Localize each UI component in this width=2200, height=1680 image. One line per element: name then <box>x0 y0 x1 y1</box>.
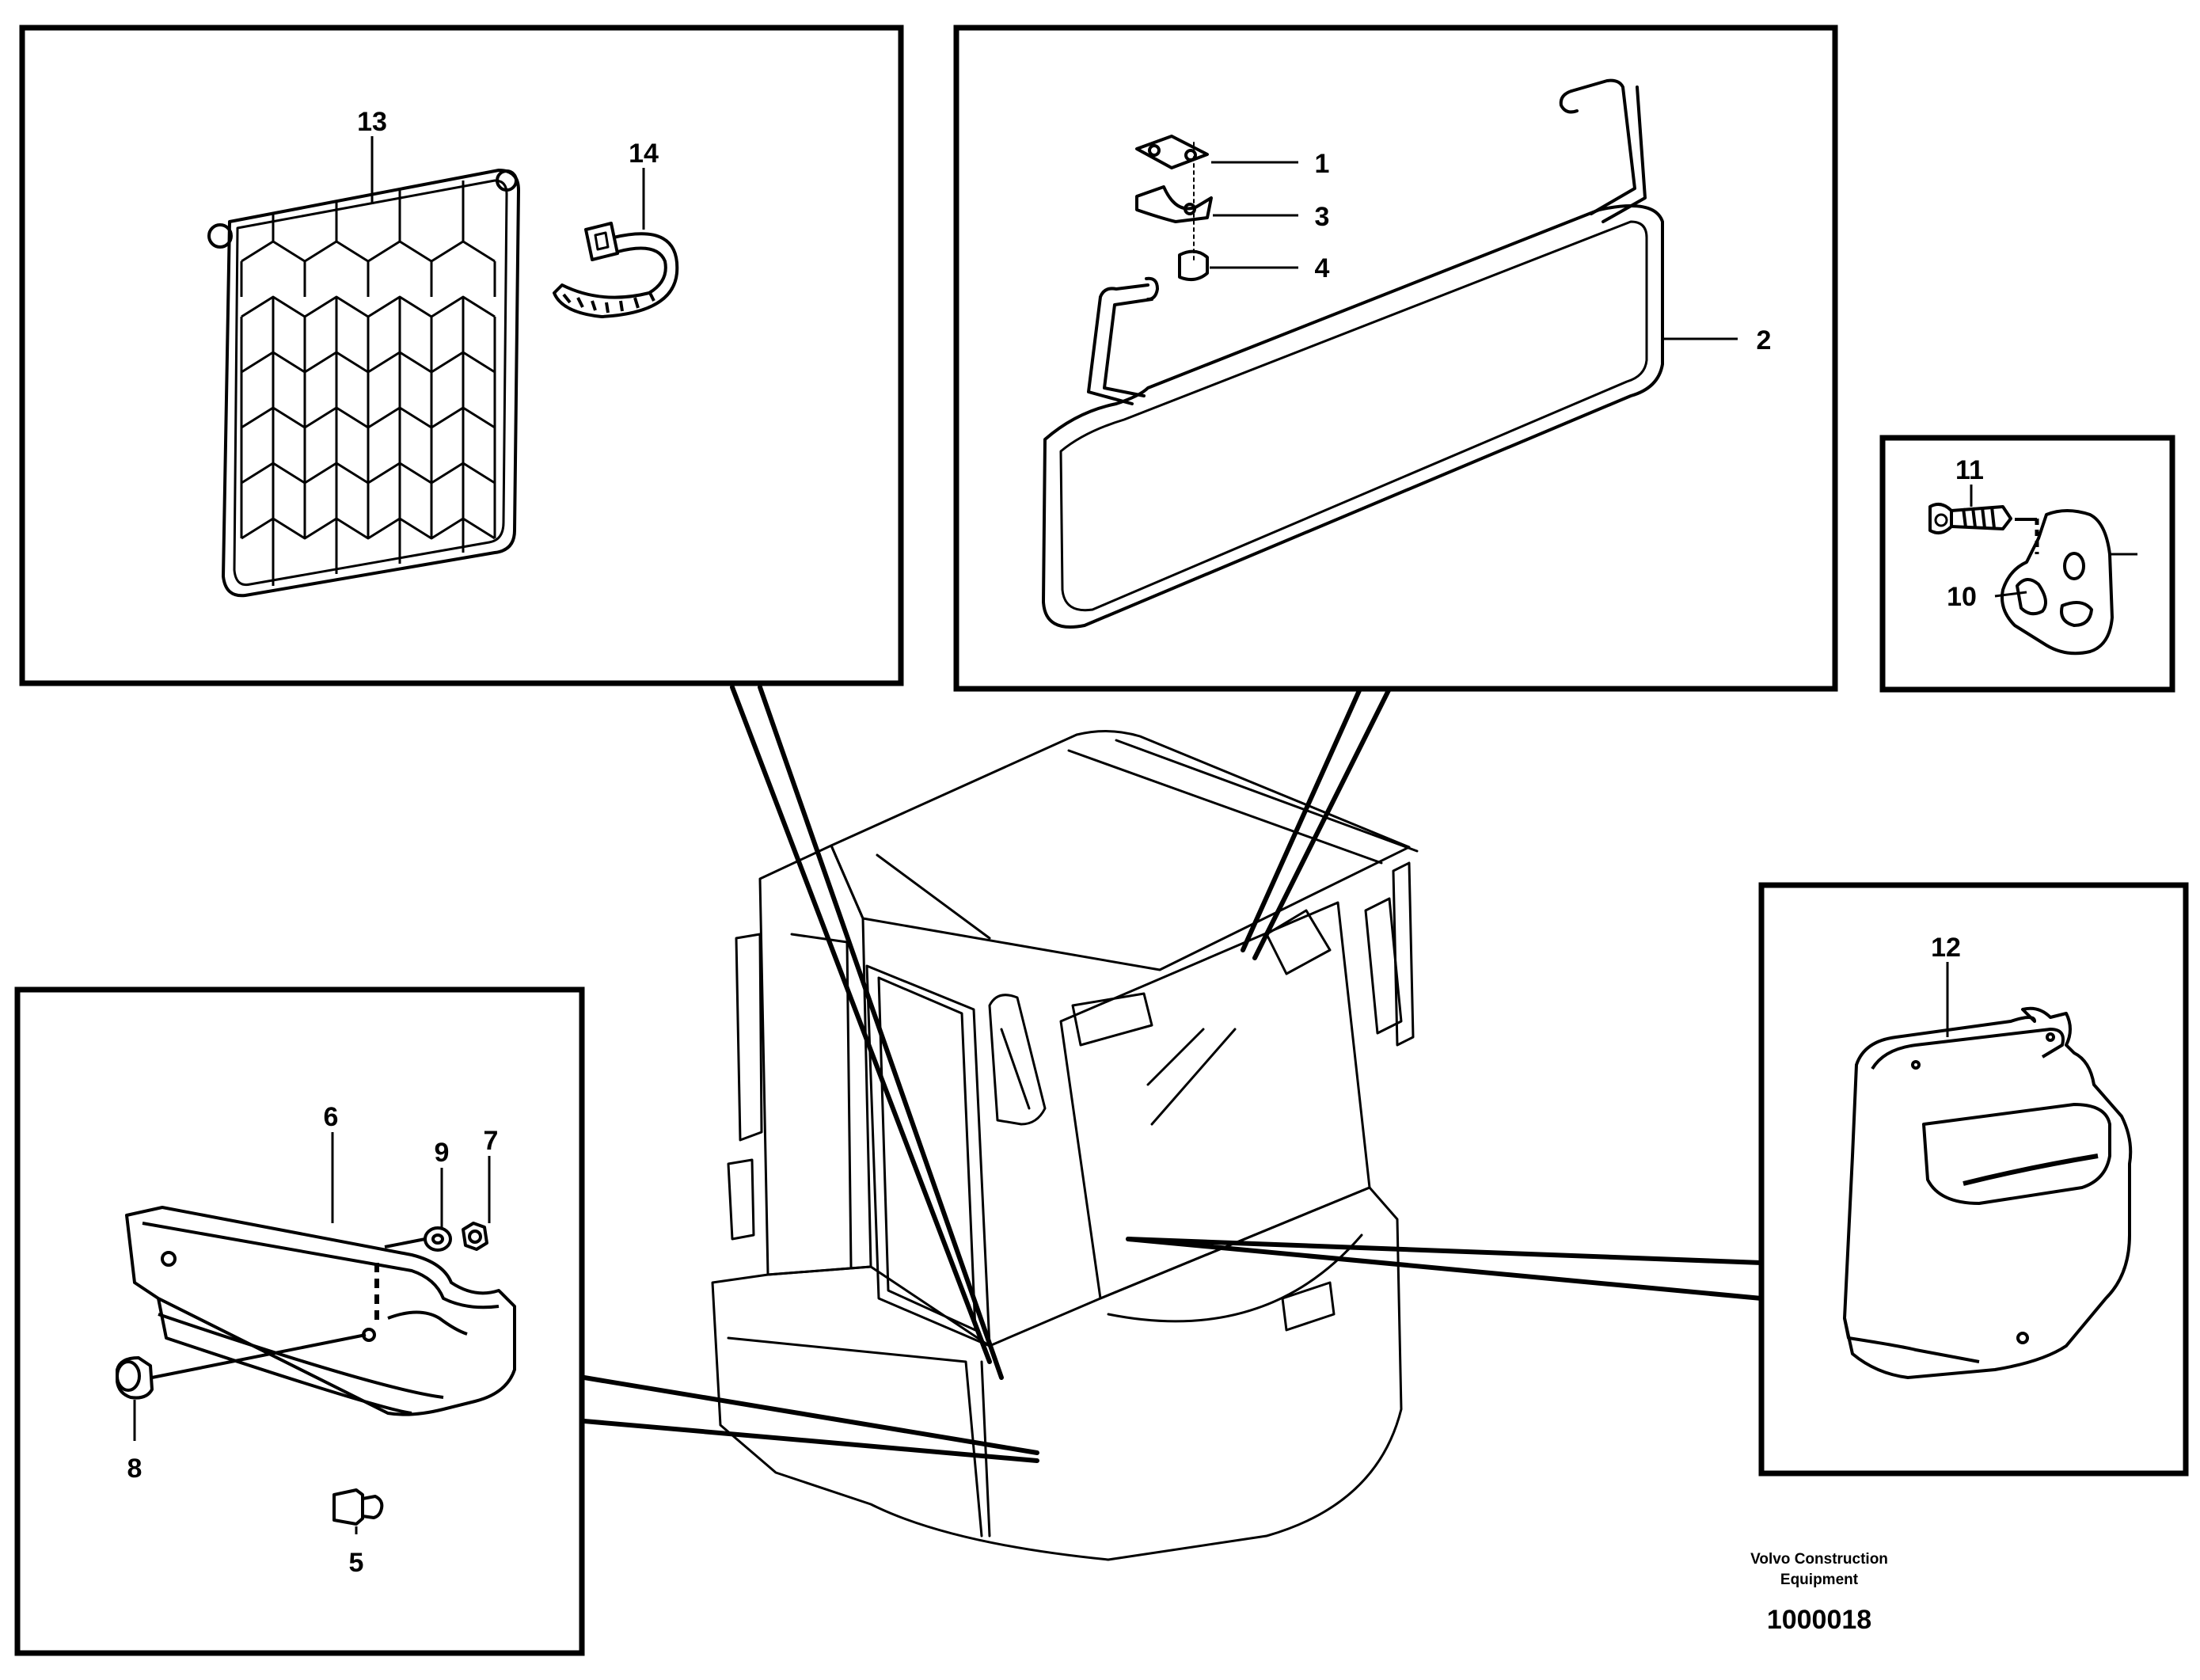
callout-8: 8 <box>127 1454 142 1484</box>
callout-5: 5 <box>349 1548 364 1578</box>
panel-tray: 6 9 7 8 5 <box>14 986 585 1656</box>
drawing-number: 1000018 <box>1767 1605 1871 1635</box>
callout-9: 9 <box>435 1138 450 1168</box>
callout-12: 12 <box>1931 933 1961 963</box>
callout-3: 3 <box>1315 202 1330 232</box>
callout-14: 14 <box>629 139 659 169</box>
panel-net: 13 14 <box>19 25 904 686</box>
panel-sun-visor: 1 3 4 2 <box>953 25 1838 692</box>
storage-net-drawing <box>207 169 520 598</box>
company-name-line1: Volvo Construction <box>1750 1551 1888 1568</box>
cab-illustration <box>582 685 1764 1561</box>
coat-hook-drawing <box>1928 502 2114 656</box>
sun-visor-drawing <box>1042 78 1664 629</box>
panel-storage-pocket: 12 <box>1758 882 2189 1477</box>
panel-coat-hook: 11 10 <box>1879 435 2175 693</box>
callout-1: 1 <box>1315 149 1330 179</box>
callout-13: 13 <box>357 107 387 137</box>
cable-tie-drawing <box>553 222 679 318</box>
callout-11: 11 <box>1955 455 1984 485</box>
tray-drawing <box>116 1206 516 1526</box>
callout-2: 2 <box>1757 325 1772 355</box>
callout-7: 7 <box>484 1126 499 1156</box>
storage-pocket-drawing <box>1843 1006 2133 1379</box>
company-name-line2: Equipment <box>1780 1572 1859 1588</box>
callout-6: 6 <box>324 1102 339 1132</box>
footer: Volvo Construction Equipment 1000018 <box>1750 1551 1888 1635</box>
callout-4: 4 <box>1315 253 1330 283</box>
callout-10: 10 <box>1947 582 1977 612</box>
